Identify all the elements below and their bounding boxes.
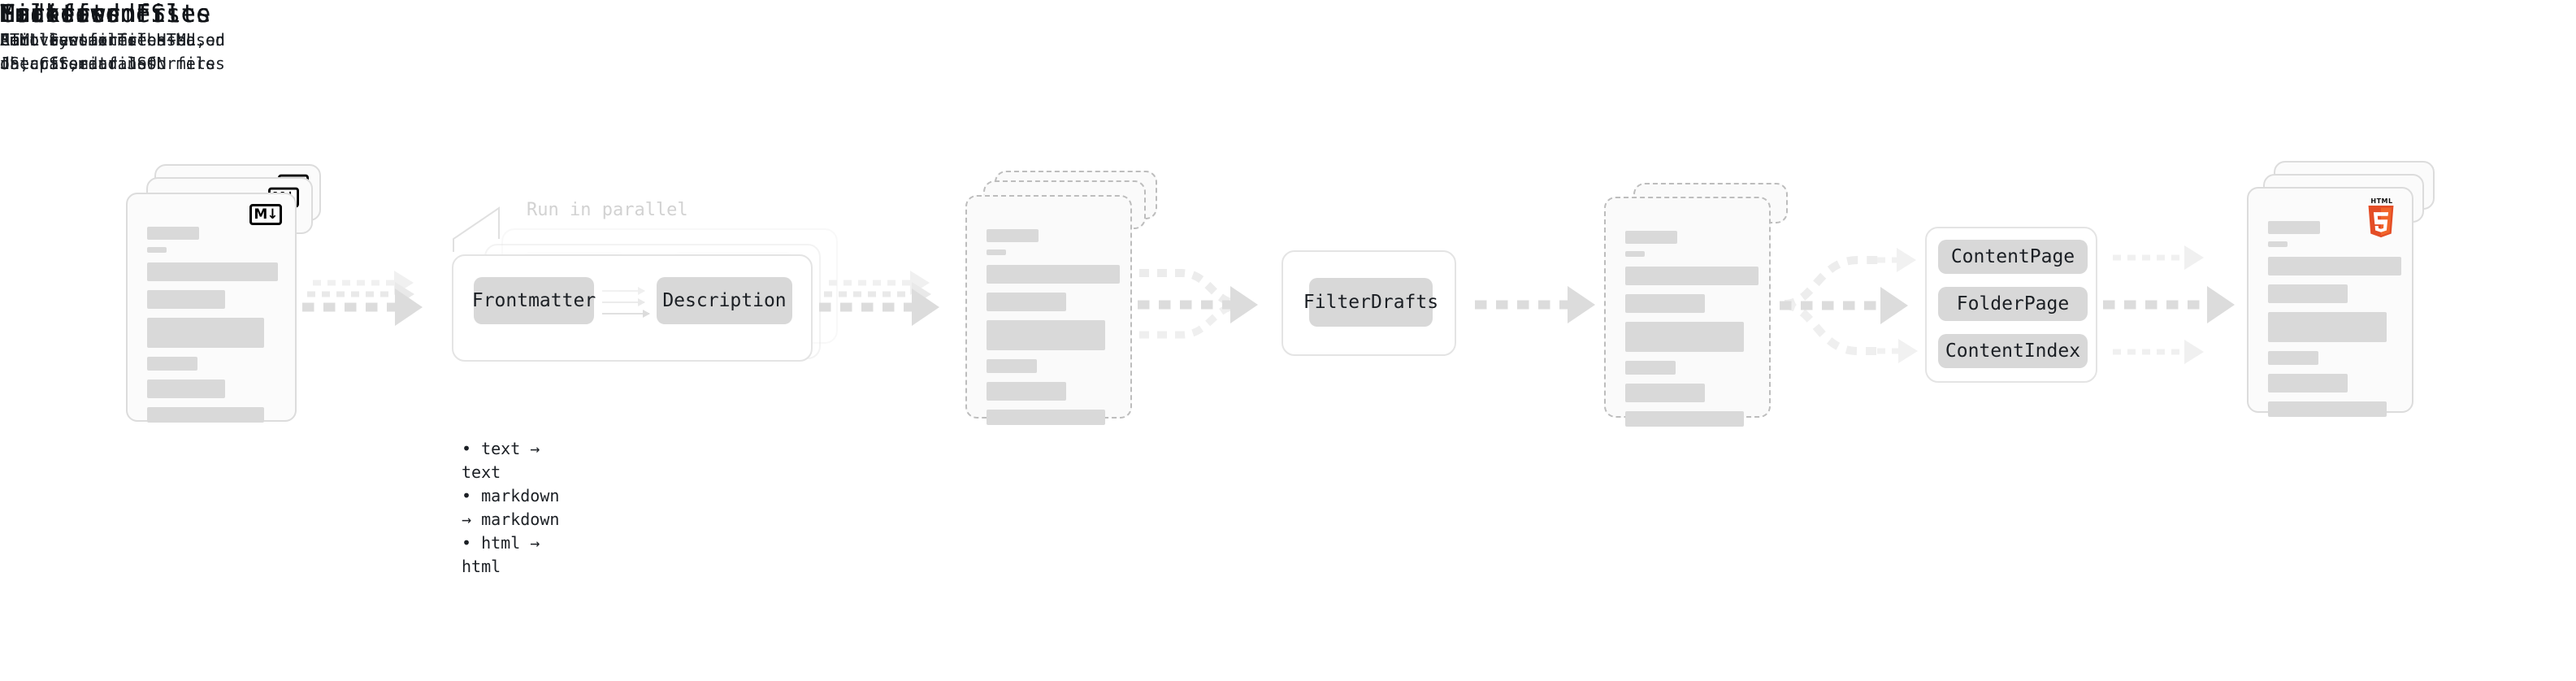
stage-transformers: Run in parallel Frontmatter Description … — [0, 0, 838, 576]
generated-card-front: HTML — [2247, 187, 2413, 417]
stage-label-emitters: Emitters — [0, 0, 121, 28]
stage-label-transformers: Transformers — [0, 0, 181, 28]
document-content-bars — [2268, 221, 2401, 424]
bullet-item: • html → html — [462, 533, 540, 576]
converge-curves — [1139, 269, 1239, 339]
stage-sublabel-modified-files: HTML Syntax Tree + data from transformer… — [0, 30, 215, 73]
document-content-bars — [147, 227, 280, 430]
markdown-card-front: M↓ — [126, 193, 297, 423]
document-content-bars — [987, 229, 1120, 432]
run-in-parallel-note: Run in parallel — [527, 200, 688, 220]
stage-label-filtered-files: Filtered files — [0, 0, 211, 28]
chip-frontmatter[interactable]: Frontmatter — [472, 277, 596, 324]
stage-label-modified-files: Modified files — [0, 0, 211, 28]
chip-contentpage[interactable]: ContentPage — [1938, 240, 2088, 274]
markdown-badge: M↓ — [249, 204, 282, 225]
stage-sublabel-transformers: Can transform: — [0, 30, 137, 50]
inner-arrow-mid — [602, 298, 645, 306]
stage-generated-site: CSS HTML — [0, 0, 2435, 417]
modified-card-front — [965, 195, 1132, 425]
stage-markdown-files: M↓ M↓ M↓ Markdown F — [0, 0, 321, 423]
chip-filterdrafts[interactable]: FilterDrafts — [1303, 278, 1438, 327]
filters-panel: FilterDrafts — [1281, 250, 1456, 356]
stage-sublabel-filters: Remove some files based on criteria — [0, 30, 225, 73]
stage-filters: FilterDrafts Filters Remove some files b… — [0, 0, 1456, 356]
run-in-parallel-leader — [453, 206, 500, 252]
chip-folderpage[interactable]: FolderPage — [1938, 287, 2088, 321]
html5-badge: HTML — [2365, 198, 2399, 238]
bullet-item: • text → text — [462, 439, 540, 482]
transformers-panel-front: Frontmatter Description — [452, 254, 813, 362]
inner-arrow-bottom — [602, 310, 650, 318]
chip-contentindex[interactable]: ContentIndex — [1938, 334, 2088, 368]
stage-modified-files: Modified files HTML Syntax Tree + data f… — [0, 0, 1157, 425]
chip-description[interactable]: Description — [657, 277, 792, 324]
filtered-card-front — [1604, 197, 1771, 427]
emitters-panel: ContentPage FolderPage ContentIndex — [1925, 227, 2097, 383]
inner-arrow-top — [602, 287, 645, 295]
stage-emitters: ContentPage FolderPage ContentIndex Emit… — [0, 0, 2097, 383]
stage-label-filters: Filters — [0, 0, 106, 28]
stage-label-generated-site: Generated Site — [0, 0, 211, 28]
stage-sublabel-generated-site: A collection of HTML, JS, CSS, and JSON … — [0, 30, 225, 73]
bullet-item: • markdown → markdown — [462, 486, 560, 529]
transformers-bullets: • text → text • markdown → markdown • ht… — [462, 437, 559, 579]
stage-filtered-files: Filtered files — [0, 0, 1788, 427]
stage-sublabel-emitters: Emit new files based on the parsed files — [0, 30, 225, 73]
document-content-bars — [1625, 231, 1759, 434]
stage-label-markdown-files: Markdown Files — [0, 0, 211, 28]
